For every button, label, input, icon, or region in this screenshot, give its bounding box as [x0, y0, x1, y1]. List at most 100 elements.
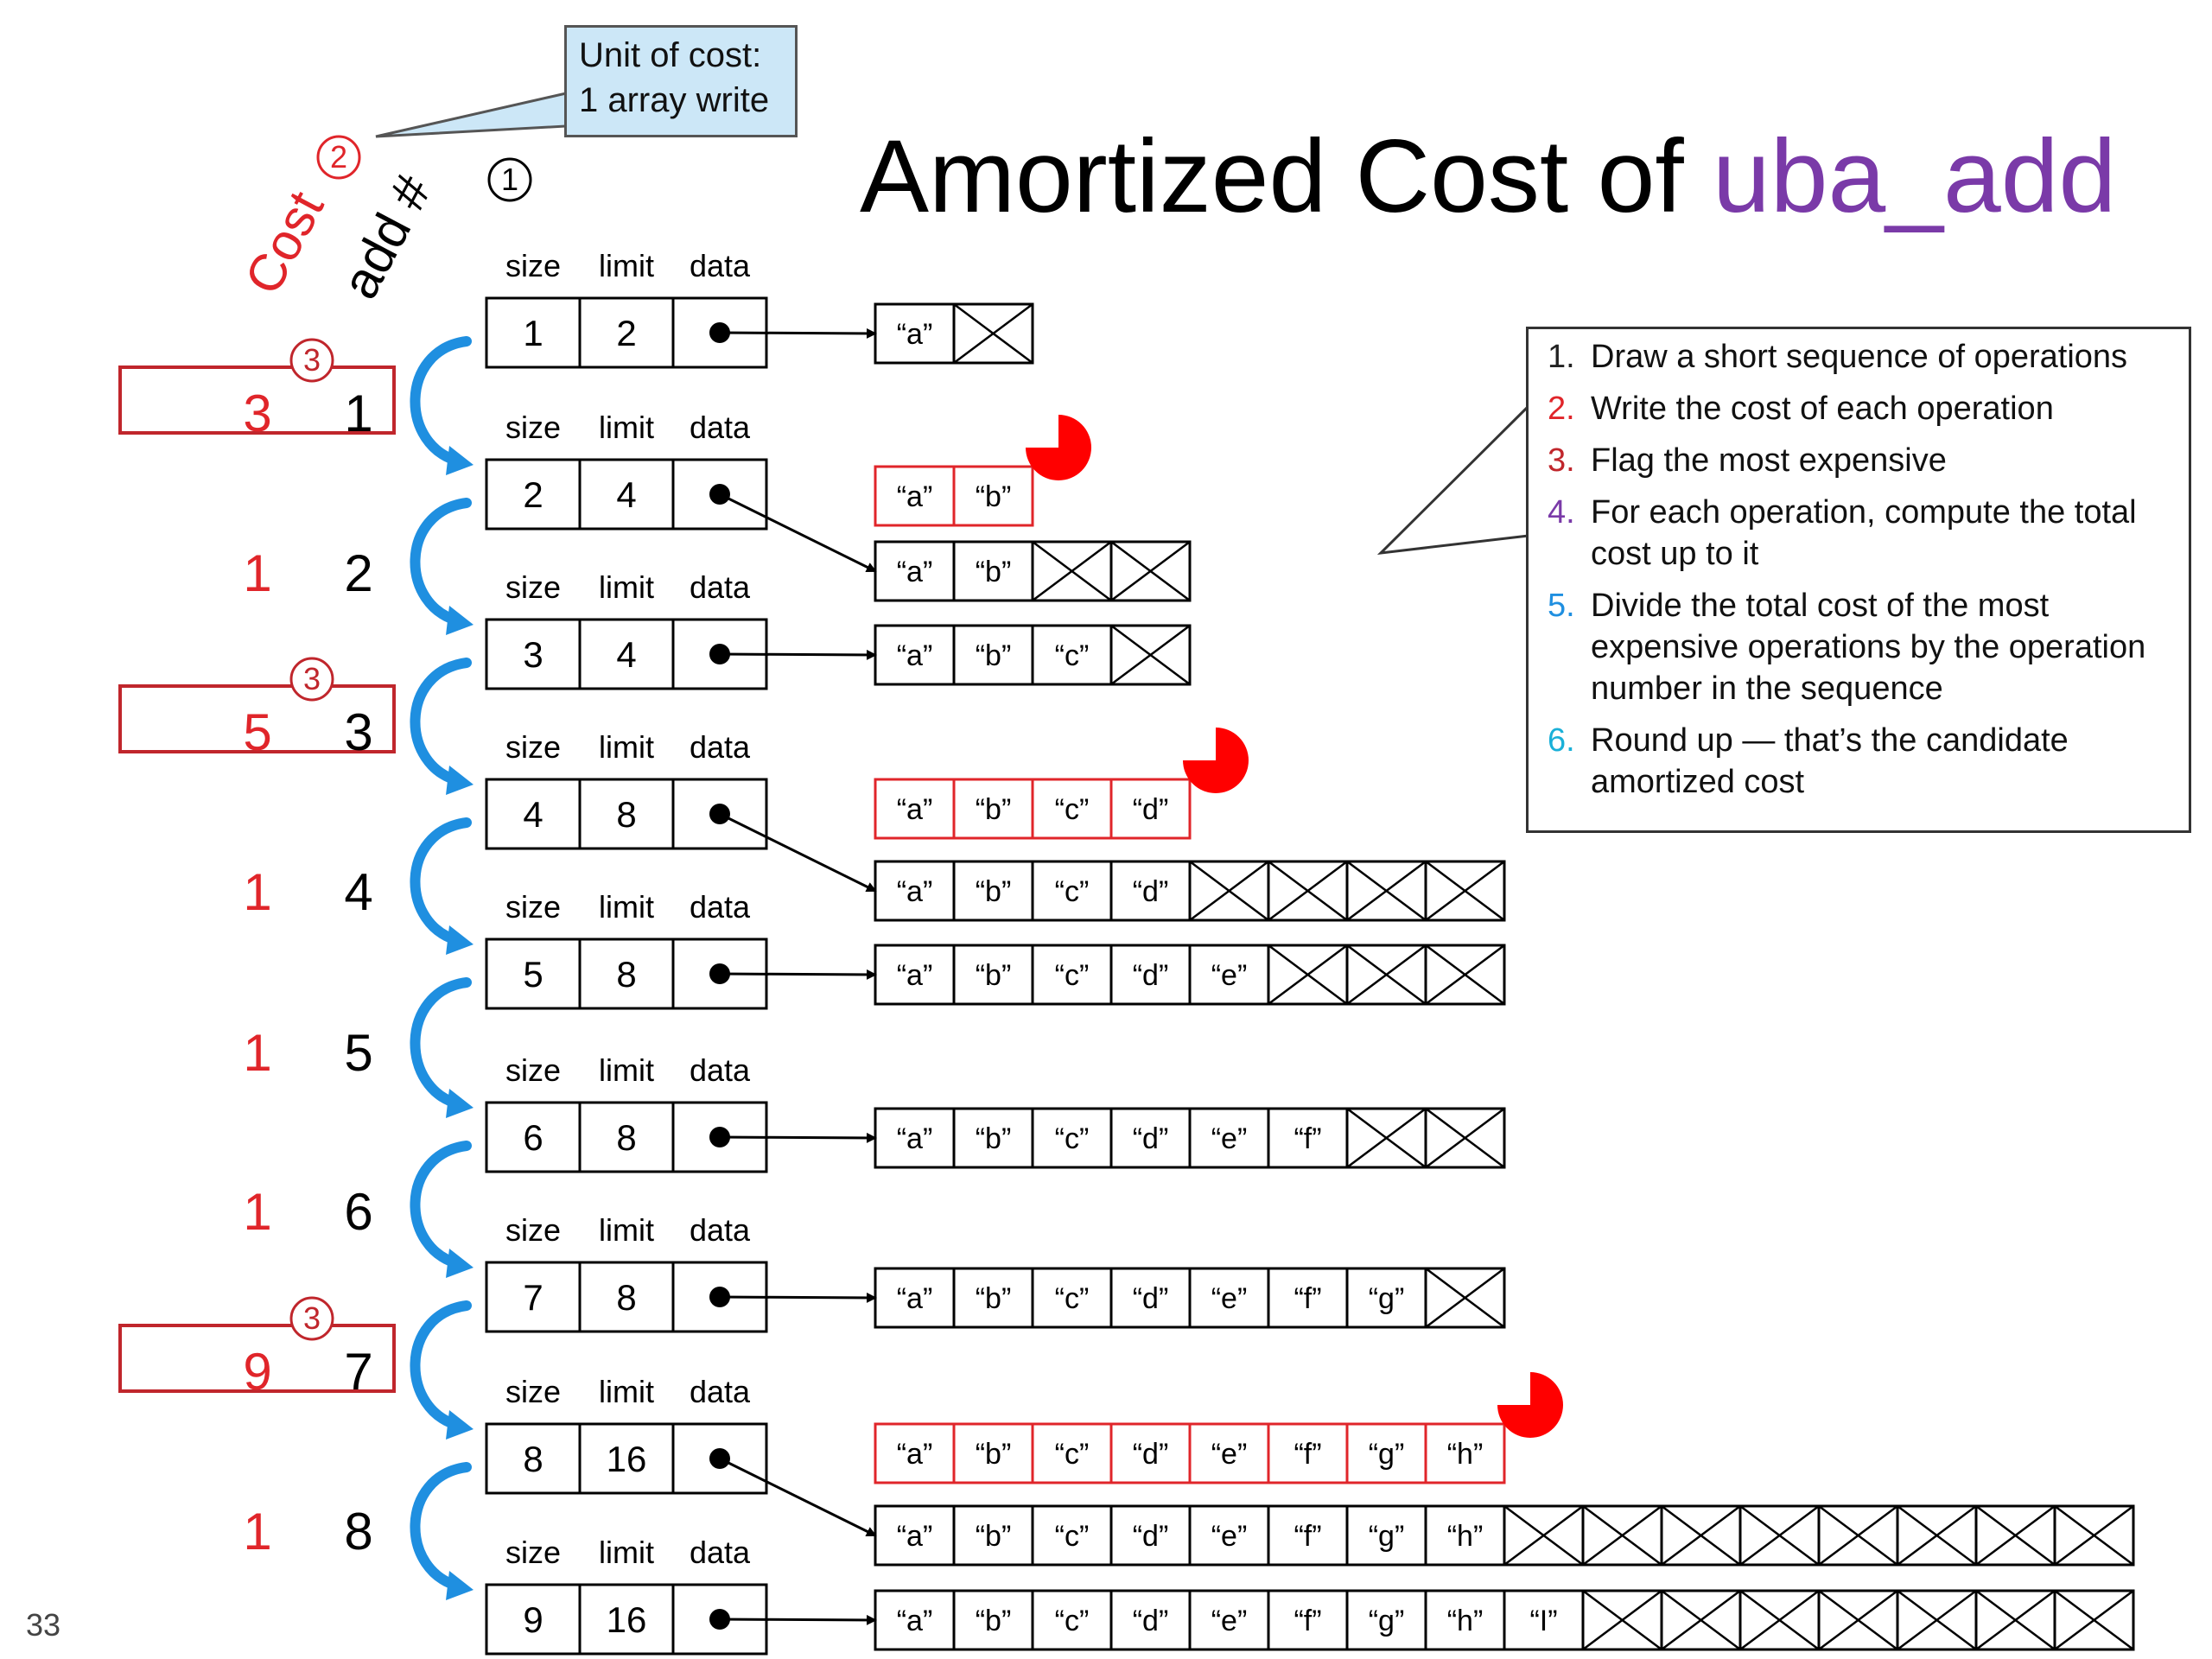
note-line-1: Unit of cost: — [579, 36, 762, 74]
data-pointer-arrow — [719, 812, 877, 893]
empty-slot-cross — [1582, 1504, 1662, 1567]
empty-slot-cross — [1661, 1589, 1741, 1651]
array-element: “I” — [1529, 1605, 1557, 1637]
transition-arrow-head — [446, 1089, 474, 1118]
step-number: 5. — [1548, 588, 1575, 624]
empty-slot-cross — [1897, 1504, 1977, 1567]
array-element: “c” — [1055, 1282, 1090, 1315]
step-item: 1.Draw a short sequence of operations — [1548, 336, 2178, 378]
data-pointer-arrow — [719, 1614, 877, 1625]
transition-arrow-head — [446, 446, 474, 475]
array-slot — [952, 1267, 1034, 1329]
empty-slot-cross — [1975, 1504, 2056, 1567]
size-header: size — [505, 1535, 561, 1570]
array-element: “c” — [1055, 875, 1090, 908]
transition-arrow-icon — [410, 498, 474, 635]
empty-slot-cross — [1346, 1107, 1427, 1169]
op-cost: 9 — [243, 1343, 271, 1401]
array-slot — [1031, 1589, 1113, 1651]
array-slot — [1109, 1107, 1192, 1169]
old-array-element: “a” — [897, 1438, 933, 1471]
array-slot — [1345, 1504, 1427, 1567]
limit-value: 8 — [616, 954, 636, 995]
page-number: 33 — [26, 1607, 61, 1643]
expensive-flag-icon — [1183, 728, 1249, 793]
array-element: “a” — [897, 1520, 933, 1553]
data-header: data — [690, 569, 751, 605]
expensive-op-box — [118, 365, 396, 435]
step-item: 2.Write the cost of each operation — [1548, 388, 2178, 429]
old-array-slot — [1345, 1422, 1427, 1484]
empty-slot-cross — [1739, 1589, 1820, 1651]
steps-callout-pointer — [1376, 404, 1530, 555]
expensive-op-box — [118, 1324, 396, 1393]
size-value: 3 — [523, 634, 543, 675]
transition-arrow-icon — [410, 1462, 474, 1600]
array-element: “a” — [897, 1122, 933, 1155]
array-element: “a” — [897, 318, 933, 351]
transition-arrow-curve — [410, 498, 472, 626]
array-element: “c” — [1055, 1605, 1090, 1637]
data-header: data — [690, 1052, 751, 1088]
array-element: “b” — [976, 1282, 1012, 1315]
array-element: “e” — [1211, 1122, 1248, 1155]
array-slot — [1188, 1504, 1270, 1567]
old-array-element: “a” — [897, 793, 933, 826]
size-value: 5 — [523, 954, 543, 995]
transition-arrow-curve — [410, 1141, 472, 1269]
step-item: 6.Round up — that’s the candidate amorti… — [1548, 720, 2178, 803]
transition-arrow-curve — [410, 658, 472, 786]
step-text: Round up — that’s the candidate amortize… — [1591, 722, 2069, 800]
expensive-flag-icon — [1026, 415, 1091, 480]
data-header: data — [690, 248, 751, 283]
old-array-element: “c” — [1055, 793, 1090, 826]
data-header: data — [690, 410, 751, 445]
transition-arrow-icon — [410, 1300, 474, 1440]
op-add-number: 5 — [344, 1024, 372, 1082]
empty-slot-cross — [2054, 1504, 2134, 1567]
op-cost: 3 — [243, 385, 271, 442]
old-array-element: “d” — [1133, 1438, 1169, 1471]
limit-header: limit — [599, 1212, 654, 1248]
empty-slot-cross — [953, 302, 1033, 365]
slide-title: Amortized Cost of uba_add — [860, 118, 2116, 234]
old-array-slot — [874, 1422, 956, 1484]
transition-arrow-curve — [410, 977, 472, 1109]
array-element: “e” — [1211, 1520, 1248, 1553]
add-column-label: add # — [330, 166, 442, 308]
array-slot — [1031, 860, 1113, 922]
step-item: 4.For each operation, compute the total … — [1548, 492, 2178, 575]
array-element: “a” — [897, 959, 933, 992]
step-number: 4. — [1548, 494, 1575, 531]
array-element: “d” — [1133, 1520, 1169, 1553]
data-header: data — [690, 729, 751, 765]
empty-slot-cross — [1661, 1504, 1741, 1567]
data-header: data — [690, 1374, 751, 1409]
empty-slot-cross — [1818, 1504, 1898, 1567]
data-header: data — [690, 889, 751, 925]
title-function: uba_add — [1713, 118, 2116, 234]
array-slot — [1031, 624, 1113, 686]
data-pointer-arrow — [719, 1132, 877, 1143]
op-add-number: 8 — [344, 1503, 372, 1560]
old-array-element: “a” — [897, 480, 933, 513]
transition-arrow-curve — [410, 1300, 472, 1431]
old-array-slot — [1031, 778, 1113, 840]
old-array-slot — [1267, 1422, 1349, 1484]
transition-arrow-head — [446, 606, 474, 635]
array-element: “b” — [976, 875, 1012, 908]
old-array-slot — [874, 778, 956, 840]
old-array-element: “h” — [1447, 1438, 1484, 1471]
marker-2-circle — [316, 135, 361, 180]
empty-slot-cross — [1346, 860, 1427, 922]
empty-slot-cross — [1110, 624, 1191, 686]
old-array-element: “b” — [976, 1438, 1012, 1471]
